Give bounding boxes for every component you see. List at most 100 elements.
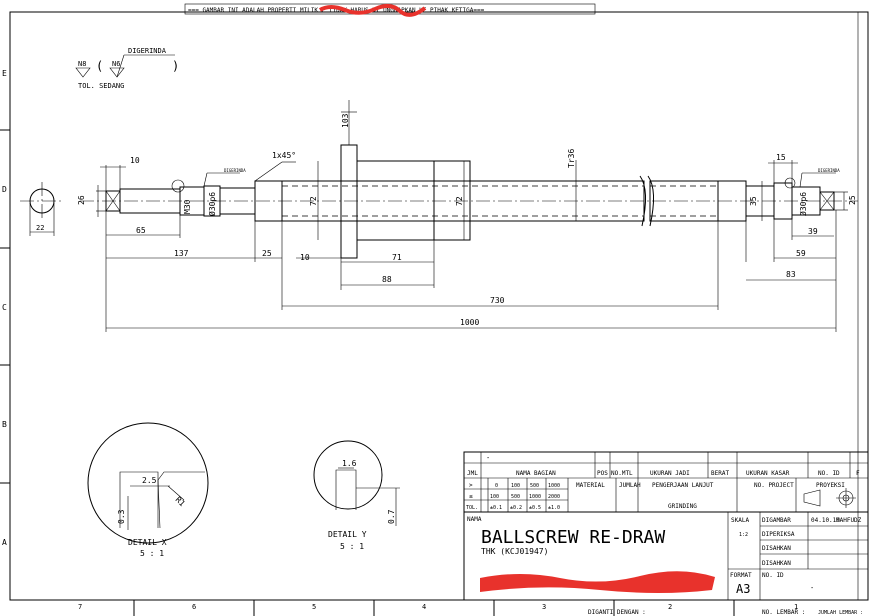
dim-730: 730 <box>490 296 505 305</box>
zone-row-label: A <box>2 538 7 547</box>
grinding-value: GRINDING <box>668 503 697 510</box>
hdr-ukuran-jadi: UKURAN JADI <box>650 470 690 477</box>
tol-cell: 100 <box>511 483 520 489</box>
dim-59: 59 <box>796 249 806 258</box>
detail-y: 1.6 0.7 DETAIL Y 5 : 1 <box>313 440 400 551</box>
tol-cell: 2000 <box>548 494 560 500</box>
ground-note-right: DIGERINDA <box>818 168 840 173</box>
zone-col-label: 1 <box>794 603 798 611</box>
drawing-subtitle: THK (KCJ01947) <box>481 547 548 556</box>
format-label: FORMAT <box>730 572 752 579</box>
hdr-f: F <box>856 470 860 477</box>
hdr-nomtl: NO.MTL <box>611 470 633 477</box>
tol-cell: 500 <box>511 494 520 500</box>
tol-cell: 500 <box>530 483 539 489</box>
skala-label: SKALA <box>731 517 749 524</box>
property-notice: === GAMBAR INI ADALAH PROPERTI MILIK P T… <box>188 7 485 14</box>
detail-y-dim-0-7: 0.7 <box>387 509 396 524</box>
svg-text:N6: N6 <box>112 60 120 68</box>
hdr-nama-bagian: NAMA BAGIAN <box>516 470 556 477</box>
format-value: A3 <box>736 582 750 596</box>
dim-chamfer: 1x45° <box>272 151 296 160</box>
row-dash: - <box>486 454 490 462</box>
redaction-scribble <box>318 4 427 17</box>
hdr-pos: POS <box>597 470 608 477</box>
jumlah-label: JUMLAH <box>619 482 641 489</box>
tol-cell: ±1.0 <box>548 505 560 511</box>
end-view: 22 <box>20 182 64 236</box>
dim-103: 103 <box>341 113 350 128</box>
detail-y-dim-1-6: 1.6 <box>342 459 357 468</box>
no-id-value: - <box>810 584 814 592</box>
detail-x-label: DETAIL X <box>128 538 167 547</box>
zone-row-label: D <box>2 185 7 194</box>
dim-83: 83 <box>786 270 796 279</box>
tol-cell: 100 <box>490 494 499 500</box>
zone-col-label: 3 <box>542 603 546 611</box>
no-project-label: NO. PROJECT <box>754 482 794 489</box>
drawn-date: 04.10.19 <box>811 517 840 524</box>
svg-text:DIGERINDA: DIGERINDA <box>128 47 167 55</box>
tol-cell: 0 <box>495 483 498 489</box>
dim-72-right: 72 <box>455 196 464 206</box>
disahkan-label: DISAHKAN <box>762 545 791 552</box>
tol-gt: > <box>469 482 473 489</box>
hdr-ukuran-kasar: UKURAN KASAR <box>746 470 790 477</box>
dim-39: 39 <box>808 227 818 236</box>
tol-cell: ±0.5 <box>529 505 541 511</box>
dim-10-left: 10 <box>130 156 140 165</box>
zone-row-label: C <box>2 303 7 312</box>
zone-row-label: B <box>2 420 7 429</box>
dim-22: 22 <box>36 224 44 232</box>
tol-cell: 1000 <box>548 483 560 489</box>
detail-x: 2.5 R1 0.3 DETAIL X 5 : 1 <box>87 422 209 558</box>
drawing-frame <box>9 11 869 601</box>
tol-cell: ±0.2 <box>510 505 522 511</box>
dimension-lines <box>96 100 848 332</box>
dim-72-left: 72 <box>309 196 318 206</box>
proyeksi-label: PROYEKSI <box>816 482 845 489</box>
dim-65: 65 <box>136 226 146 235</box>
dim-25-right: 25 <box>848 195 857 205</box>
nama-label: NAMA <box>467 516 482 523</box>
redaction-scribble <box>480 571 715 593</box>
tol-label: TOL. <box>466 505 478 511</box>
no-id-label: NO. ID <box>762 572 784 579</box>
dim-30p6-right: Ø30p6 <box>798 192 808 216</box>
material-label: MATERIAL <box>576 482 605 489</box>
dim-26: 26 <box>77 195 86 205</box>
jumlah-lembar-label: JUMLAH LEMBAR : <box>818 610 863 616</box>
zone-col-label: 4 <box>422 603 426 611</box>
title-block <box>463 451 869 601</box>
detail-x-r1: R1 <box>174 495 187 508</box>
tol-cell: ±0.1 <box>490 505 502 511</box>
surface-finish-symbols: N8 ( N6 DIGERINDA ) TOL. SEDANG <box>75 47 179 90</box>
dim-88: 88 <box>382 275 392 284</box>
dim-tr36: Tr36 <box>567 149 576 168</box>
no-lembar-label: NO. LEMBAR : <box>762 609 805 616</box>
zone-col-label: 5 <box>312 603 316 611</box>
dim-10-flange: 10 <box>300 253 310 262</box>
zone-col-label: 7 <box>78 603 82 611</box>
skala-value: 1:2 <box>739 532 748 538</box>
tol-le: ≤ <box>469 493 473 500</box>
zone-col-label: 2 <box>668 603 672 611</box>
hdr-berat: BERAT <box>711 470 729 477</box>
dim-71: 71 <box>392 253 402 262</box>
detail-x-dim-0-3: 0.3 <box>117 509 126 524</box>
dim-25-left: 25 <box>262 249 272 258</box>
zone-col-label: 6 <box>192 603 196 611</box>
dim-137: 137 <box>174 249 189 258</box>
dim-35: 35 <box>749 196 758 206</box>
ballscrew-shaft <box>80 144 858 259</box>
detail-y-scale: 5 : 1 <box>340 542 364 551</box>
detail-x-scale: 5 : 1 <box>140 549 164 558</box>
zone-row-label: E <box>2 69 7 78</box>
dim-30p6-left: Ø30p6 <box>207 192 217 216</box>
diganti-dengan-label: DIGANTI DENGAN : <box>588 609 646 616</box>
svg-text:): ) <box>172 59 179 73</box>
disahkan-label: DISAHKAN <box>762 560 791 567</box>
hdr-jml: JML <box>467 470 478 477</box>
svg-text:N8: N8 <box>78 60 86 68</box>
hdr-no-id: NO. ID <box>818 470 840 477</box>
